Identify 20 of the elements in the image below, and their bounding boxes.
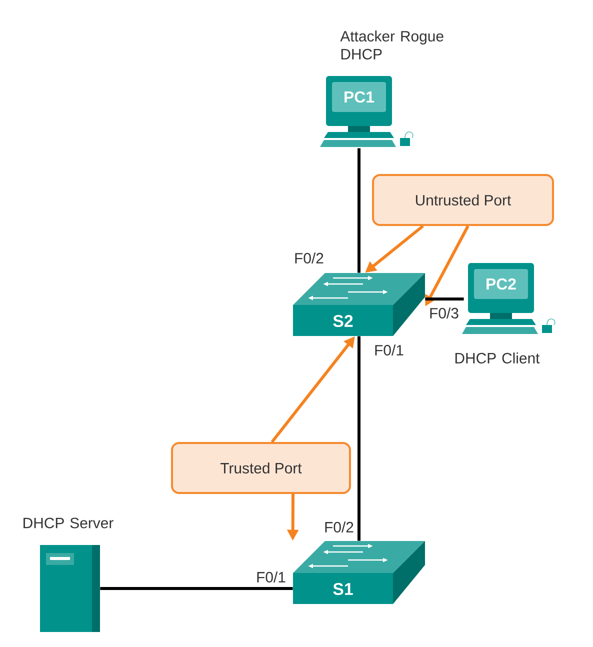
device-label: Attacker Rogue DHCP — [340, 30, 444, 60]
server-drawing — [40, 545, 100, 632]
port-label: F0/2 — [325, 522, 354, 532]
device-label: DHCP Server — [24, 518, 114, 528]
connection-line — [100, 587, 293, 590]
connection-line — [358, 148, 360, 273]
computer-drawing: PC1 — [320, 76, 414, 147]
device-label: DHCP Client — [455, 352, 540, 364]
callout-box: Trusted Port — [171, 442, 351, 494]
port-label: F0/1 — [375, 344, 404, 356]
port-label: F0/3 — [430, 308, 458, 318]
connection-line — [425, 298, 464, 300]
switch-drawing: S2 — [293, 273, 425, 336]
node-label: S1 — [333, 583, 353, 595]
switch-drawing: S1 — [293, 541, 425, 604]
computer-drawing: PC2 — [462, 263, 556, 334]
port-label: F0/1 — [257, 572, 286, 582]
node-label: S2 — [333, 315, 353, 328]
callout-box: Untrusted Port — [372, 174, 554, 226]
connection-line — [358, 336, 360, 541]
